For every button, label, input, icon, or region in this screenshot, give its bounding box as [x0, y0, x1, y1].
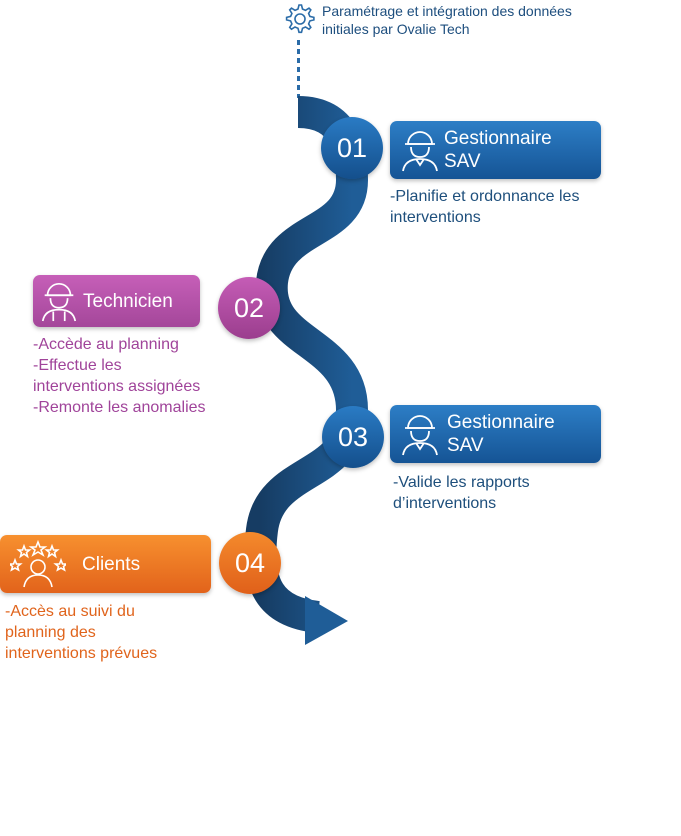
step-04-desc-line: -Accès au suivi du — [5, 603, 135, 620]
worker-icon — [38, 280, 80, 322]
step-02-number: 02 — [233, 292, 265, 323]
step-04-title: Clients — [82, 553, 140, 576]
step-01-description: -Planifie et ordonnance les intervention… — [390, 186, 579, 228]
intro-line-1: Paramétrage et intégration des données — [322, 3, 572, 19]
step-03-desc-line: -Valide les rapports — [393, 474, 530, 491]
step-02-title-line-1: Technicien — [83, 290, 173, 312]
step-01-title: Gestionnaire SAV — [444, 127, 552, 173]
step-01-desc-line: interventions — [390, 209, 481, 226]
step-02-desc-line: interventions assignées — [33, 378, 201, 395]
step-03-title-line-2: SAV — [447, 435, 484, 456]
step-01-number-badge: 01 — [321, 117, 383, 179]
step-03-title-line-1: Gestionnaire — [447, 412, 555, 433]
step-04-description: -Accès au suivi du planning des interven… — [5, 601, 157, 664]
step-02-desc-line: -Remonte les anomalies — [33, 399, 206, 416]
step-02-number-badge: 02 — [218, 277, 280, 339]
step-01-title-line-2: SAV — [444, 151, 481, 172]
step-02-desc-line: -Accède au planning — [33, 336, 179, 353]
step-03-number: 03 — [337, 421, 369, 452]
step-01-title-line-1: Gestionnaire — [444, 128, 552, 149]
step-02-card: Technicien — [33, 275, 200, 327]
step-02-description: -Accède au planning -Effectue les interv… — [33, 334, 206, 418]
intro-dashed-connector — [297, 40, 300, 98]
step-03-number-badge: 03 — [322, 406, 384, 468]
step-04-desc-line: interventions prévues — [5, 645, 158, 662]
step-04-card: Clients — [0, 535, 211, 593]
step-03-card: Gestionnaire SAV — [390, 405, 601, 463]
road-arrow-head — [305, 596, 348, 645]
road-path — [244, 96, 369, 633]
step-02-desc-line: -Effectue les — [33, 357, 122, 374]
step-03-desc-line: d’interventions — [393, 495, 497, 512]
step-04-title-line-1: Clients — [82, 553, 141, 575]
step-01-card: Gestionnaire SAV — [390, 121, 601, 179]
intro-text: Paramétrage et intégration des données i… — [322, 2, 652, 38]
step-02-title: Technicien — [83, 290, 173, 313]
gear-icon — [282, 2, 316, 36]
step-01-number: 01 — [336, 132, 368, 163]
intro-line-2: initiales par Ovalie Tech — [322, 21, 470, 37]
client-stars-icon — [7, 539, 69, 588]
step-04-number-badge: 04 — [219, 532, 281, 594]
step-01-desc-line: -Planifie et ordonnance les — [390, 188, 580, 205]
worker-icon — [398, 412, 442, 456]
step-03-title: Gestionnaire SAV — [447, 411, 555, 457]
step-04-desc-line: planning des — [5, 624, 96, 641]
step-03-description: -Valide les rapports d’interventions — [393, 472, 530, 514]
step-04-number: 04 — [234, 547, 266, 578]
worker-icon — [398, 128, 442, 172]
